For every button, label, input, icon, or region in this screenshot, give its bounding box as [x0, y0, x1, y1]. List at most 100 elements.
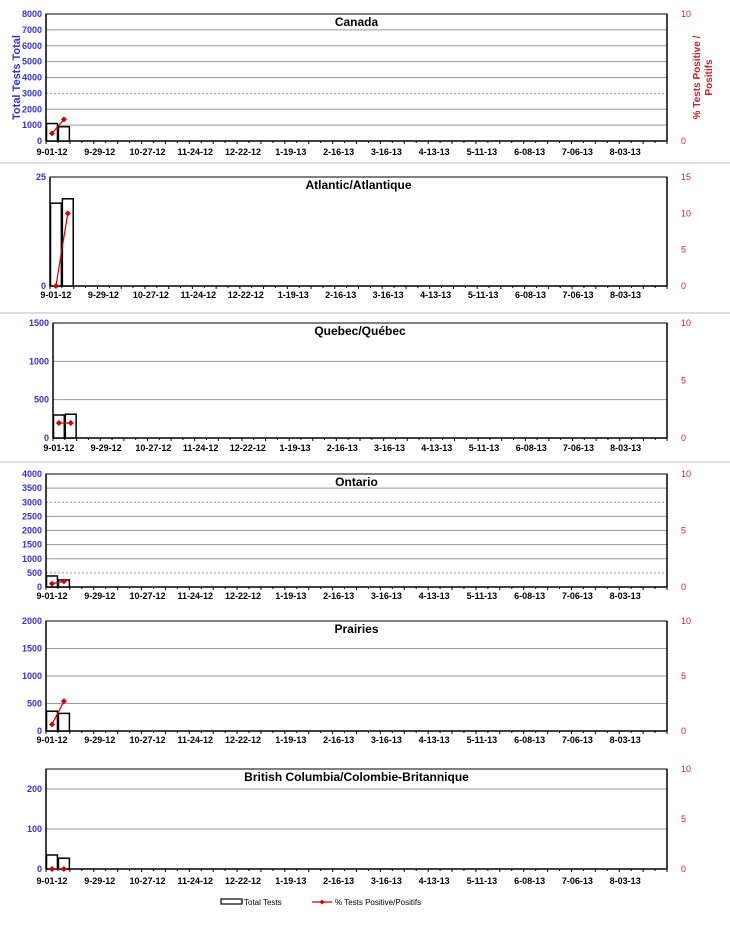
x-tick-label: 5-11-13	[467, 735, 498, 745]
y-tick-label: 100	[27, 824, 42, 834]
x-tick-label: 9-01-12	[40, 290, 71, 300]
y-axis-title: Total Tests Total	[11, 35, 23, 120]
x-tick-label: 4-13-13	[419, 876, 450, 886]
plot-frame	[49, 176, 668, 287]
x-tick-label: 4-13-13	[420, 290, 451, 300]
legend: Total Tests % Tests Positive/Positifs	[220, 898, 421, 907]
y2-tick-label: 5	[681, 671, 686, 681]
y-tick-label: 25	[36, 172, 46, 182]
x-tick-label: 11-24-12	[183, 443, 219, 453]
y-tick-label: 500	[27, 568, 42, 578]
pct-positive-line	[55, 213, 69, 287]
x-tick-label: 4-13-13	[419, 591, 450, 601]
y-tick-label: 3000	[22, 88, 42, 98]
legend-bar-label: Total Tests	[244, 898, 282, 907]
x-tick-label: 1-19-13	[280, 443, 311, 453]
x-tick-label: 12-22-12	[230, 443, 266, 453]
x-tick-label: 2-16-13	[327, 443, 358, 453]
x-tick-label: 11-24-12	[181, 290, 217, 300]
x-tick-label: 8-03-13	[610, 876, 641, 886]
pct-positive-point	[48, 721, 55, 728]
pct-positive-point	[64, 210, 71, 217]
x-tick-label: 1-19-13	[278, 290, 309, 300]
y-tick-label: 500	[27, 699, 42, 709]
y-tick-label: 0	[37, 726, 42, 736]
x-tick-label: 5-11-13	[467, 147, 498, 157]
bar-total-tests	[49, 202, 63, 287]
y-tick-label: 4000	[22, 73, 42, 83]
x-tick-label: 2-16-13	[323, 876, 354, 886]
x-tick-label: 2-16-13	[325, 290, 356, 300]
x-tick-label: 12-22-12	[225, 591, 261, 601]
y2-axis-title: Positifs	[704, 59, 715, 96]
x-tick-label: 1-19-13	[275, 735, 306, 745]
plot-frame	[52, 322, 668, 439]
x-tick-label: 5-11-13	[468, 290, 499, 300]
x-tick-label: 9-29-12	[84, 591, 115, 601]
y2-tick-label: 15	[681, 172, 691, 182]
x-tick-label: 3-16-13	[373, 290, 404, 300]
y2-tick-label: 5	[681, 245, 686, 255]
pct-positive-point	[48, 866, 55, 872]
y-tick-label: 1000	[22, 671, 42, 681]
x-tick-label: 6-08-13	[515, 290, 546, 300]
x-tick-label: 9-01-12	[36, 876, 67, 886]
x-tick-label: 8-03-13	[610, 290, 641, 300]
x-tick-label: 7-06-13	[562, 735, 593, 745]
y2-tick-label: 0	[681, 281, 686, 291]
y2-tick-label: 0	[681, 433, 686, 443]
x-tick-label: 6-08-13	[514, 735, 545, 745]
x-tick-label: 8-03-13	[610, 147, 641, 157]
x-tick-label: 9-29-12	[88, 290, 119, 300]
legend-line-label: % Tests Positive/Positifs	[335, 898, 421, 907]
x-tick-label: 12-22-12	[225, 735, 261, 745]
pct-positive-point	[52, 283, 59, 289]
pct-positive-line	[51, 701, 65, 725]
x-tick-label: 9-29-12	[84, 147, 115, 157]
x-tick-label: 2-16-13	[323, 147, 354, 157]
y-tick-label: 4000	[22, 469, 42, 479]
y-tick-label: 3000	[22, 497, 42, 507]
pct-positive-point	[48, 130, 55, 137]
y2-tick-label: 10	[681, 318, 691, 328]
y2-tick-label: 10	[681, 616, 691, 626]
x-tick-label: 11-24-12	[178, 591, 214, 601]
x-tick-label: 8-03-13	[610, 443, 641, 453]
x-tick-label: 8-03-13	[610, 735, 641, 745]
y-tick-label: 3500	[22, 483, 42, 493]
panel-title: Atlantic/Atlantique	[305, 178, 411, 192]
y-tick-label: 2000	[22, 526, 42, 536]
x-tick-label: 7-06-13	[562, 591, 593, 601]
y-tick-label: 0	[44, 433, 49, 443]
x-tick-label: 4-13-13	[419, 147, 450, 157]
pct-positive-point	[60, 578, 67, 585]
x-tick-label: 7-06-13	[562, 876, 593, 886]
y-tick-label: 1500	[22, 644, 42, 654]
y-tick-label: 2000	[22, 104, 42, 114]
y2-tick-label: 0	[681, 582, 686, 592]
plot-frame	[45, 768, 668, 870]
y-tick-label: 2000	[22, 616, 42, 626]
x-tick-label: 4-13-13	[421, 443, 452, 453]
panel-title: Canada	[335, 15, 379, 29]
y-tick-label: 6000	[22, 41, 42, 51]
panel-title: Quebec/Québec	[314, 324, 406, 338]
x-tick-label: 1-19-13	[275, 876, 306, 886]
x-tick-label: 6-08-13	[514, 876, 545, 886]
x-tick-label: 8-03-13	[610, 591, 641, 601]
pct-positive-point	[60, 866, 67, 872]
legend-bar-swatch	[220, 898, 243, 905]
panel-title: British Columbia/Colombie-Britannique	[244, 770, 469, 784]
y2-tick-label: 10	[681, 208, 691, 218]
y2-tick-label: 10	[681, 9, 691, 19]
x-tick-label: 12-22-12	[225, 147, 261, 157]
y-tick-label: 2500	[22, 511, 42, 521]
x-tick-label: 10-27-12	[129, 147, 165, 157]
bar-total-tests	[57, 712, 71, 732]
pct-positive-point	[60, 698, 67, 705]
